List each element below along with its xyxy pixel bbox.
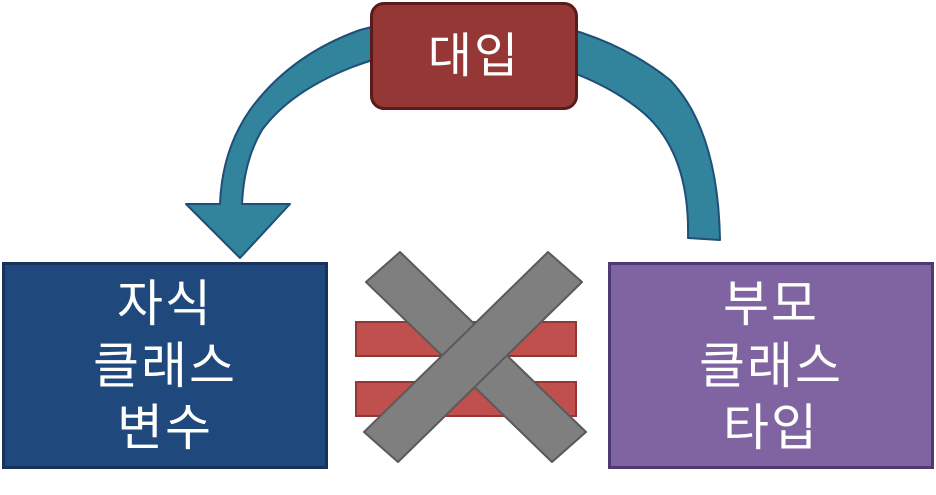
parent-box-line-2: 클래스 bbox=[699, 336, 843, 395]
parent-box-line-1: 부모 bbox=[723, 274, 819, 333]
child-box-line-2: 클래스 bbox=[93, 336, 237, 395]
child-box-line-1: 자식 bbox=[117, 274, 213, 333]
cross-stroke-2 bbox=[363, 251, 583, 463]
not-equal-icon bbox=[363, 251, 587, 463]
assignment-label: 대입 bbox=[427, 28, 521, 84]
assignment-box: 대입 bbox=[370, 2, 578, 110]
parent-box-line-3: 타입 bbox=[723, 398, 819, 457]
child-box-line-3: 변수 bbox=[117, 398, 213, 457]
parent-class-type-box: 부모 클래스 타입 bbox=[608, 262, 934, 469]
child-class-variable-box: 자식 클래스 변수 bbox=[2, 262, 328, 469]
